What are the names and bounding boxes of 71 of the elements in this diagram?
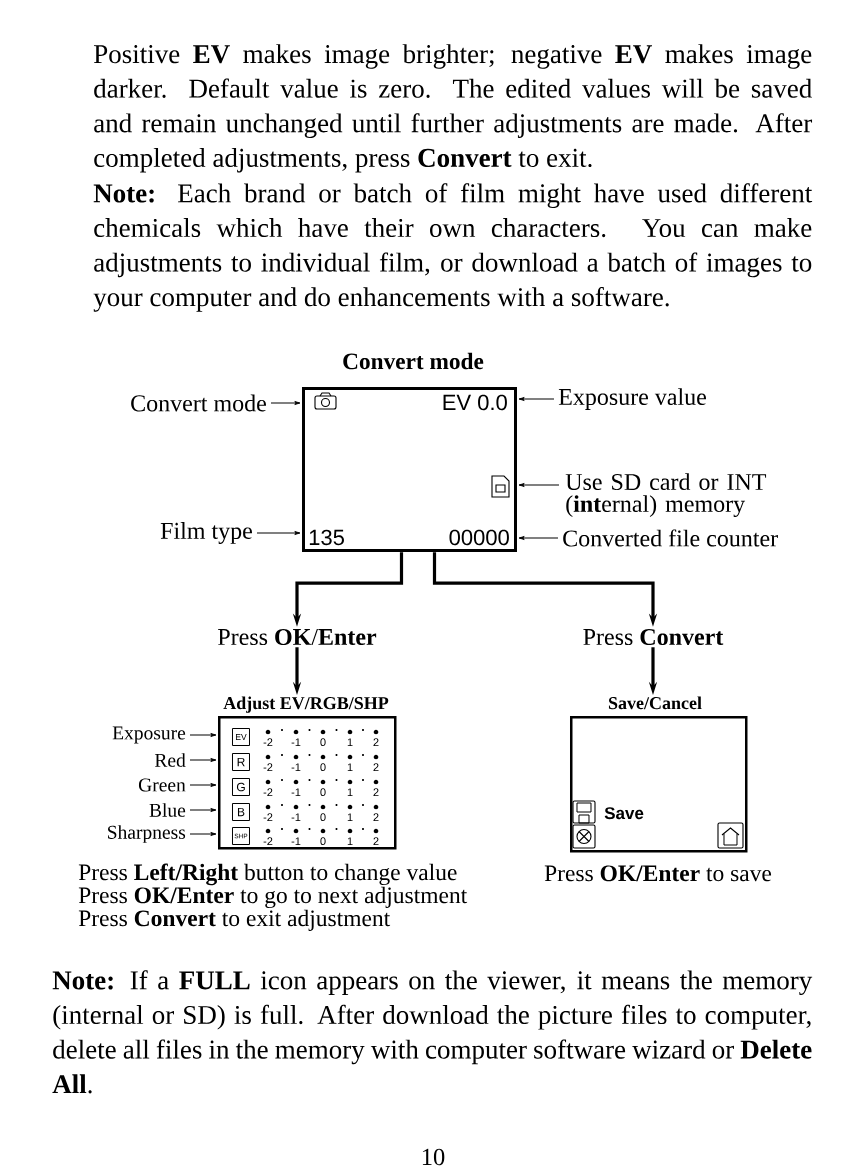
label: 2 bbox=[373, 738, 379, 747]
value-scale: -2 -1 0 1 2 bbox=[263, 779, 379, 797]
arrow bbox=[270, 401, 301, 405]
arrow bbox=[518, 536, 559, 540]
arrow bbox=[256, 531, 301, 535]
callout-label: Converted file counter bbox=[563, 529, 778, 547]
label: -1 bbox=[291, 837, 301, 846]
label: -2 bbox=[263, 837, 273, 846]
callout-label: Film type bbox=[160, 522, 252, 544]
step-label: Press OK/Enter bbox=[218, 628, 377, 646]
label: 1 bbox=[347, 813, 353, 822]
label: 1 bbox=[347, 738, 353, 747]
screen-title: Save/Cancel bbox=[608, 696, 702, 710]
setting-tag: B bbox=[232, 803, 250, 821]
label: -1 bbox=[291, 763, 301, 772]
label: 0 bbox=[320, 738, 326, 747]
label: -1 bbox=[291, 788, 301, 797]
step-label: Press Convert bbox=[583, 628, 724, 646]
value-scale: -2 -1 0 1 2 bbox=[263, 729, 379, 747]
instruction-text: Press Convert to exit adjustment bbox=[78, 909, 391, 931]
value-scale: -2 -1 0 1 2 bbox=[263, 828, 379, 846]
arrow bbox=[518, 483, 560, 487]
callout-label: Blue bbox=[149, 803, 186, 817]
label: -2 bbox=[263, 738, 273, 747]
instruction-text: Press OK/Enter to go to next adjustment bbox=[78, 886, 468, 909]
screen-title: Adjust EV/RGB/SHP bbox=[223, 696, 389, 713]
value-scale: -2 -1 0 1 2 bbox=[263, 754, 379, 772]
label: -1 bbox=[291, 813, 301, 822]
arrow bbox=[189, 832, 217, 836]
file-counter: 00000 bbox=[449, 529, 509, 546]
label: -2 bbox=[263, 788, 273, 797]
screen-title: Convert mode bbox=[343, 352, 484, 370]
callout-label: Exposure value bbox=[558, 388, 706, 410]
exposure-readout: EV 0.0 bbox=[443, 394, 507, 411]
setting-tag: R bbox=[232, 753, 250, 771]
page-number: 10 bbox=[422, 1148, 445, 1166]
label: 2 bbox=[373, 763, 379, 772]
label: 0 bbox=[320, 788, 326, 797]
callout-label: Sharpness bbox=[108, 825, 186, 843]
callout-label: Use SD card or INT (internal) memory bbox=[565, 473, 767, 518]
value-scale: -2 -1 0 1 2 bbox=[263, 804, 379, 822]
label: 1 bbox=[347, 788, 353, 797]
callout-label: Green bbox=[138, 778, 186, 792]
label: 2 bbox=[373, 813, 379, 822]
paragraph: Note: Each brand or batch of film might have used different chemicals which have their own characters. You can make adjustments to individual film, or download a batch of images to your computer and do enhancements with a software. bbox=[93, 183, 813, 312]
setting-tag: EV bbox=[232, 728, 250, 746]
instruction-text: Press OK/Enter to save bbox=[544, 865, 772, 882]
callout-label: Convert mode bbox=[131, 394, 266, 412]
label: 2 bbox=[373, 837, 379, 846]
paragraph: Positive EV makes image brighter; negative EV makes image darker. Default value is zero. The edited values will be saved and remain unchanged until further adjustments are made. After completed adjustments, press Convert to exit. bbox=[94, 44, 813, 173]
label: -1 bbox=[291, 738, 301, 747]
setting-tag: G bbox=[232, 778, 250, 796]
arrow bbox=[189, 758, 217, 762]
label: 1 bbox=[347, 763, 353, 772]
label: 1 bbox=[347, 837, 353, 846]
label: 0 bbox=[320, 763, 326, 772]
label: -2 bbox=[263, 763, 273, 772]
arrow bbox=[189, 733, 217, 737]
instruction-text: Press Left/Right button to change value bbox=[78, 863, 457, 886]
callout-label: Exposure bbox=[112, 726, 186, 744]
save-option: Save bbox=[604, 807, 644, 820]
arrow bbox=[518, 397, 555, 401]
label: -2 bbox=[263, 813, 273, 822]
paragraph: Note: If a FULL icon appears on the viewer, it means the memory (internal or SD) is full. After download the picture files to computer, delete all files in the memory with computer software wizard or Delete All. bbox=[52, 970, 813, 1094]
label: 0 bbox=[320, 837, 326, 846]
arrow bbox=[189, 808, 217, 812]
label: 0 bbox=[320, 813, 326, 822]
arrow bbox=[189, 783, 217, 787]
film-type-readout: 135 bbox=[309, 529, 344, 546]
callout-label: Red bbox=[154, 753, 186, 767]
label: 2 bbox=[373, 788, 379, 797]
